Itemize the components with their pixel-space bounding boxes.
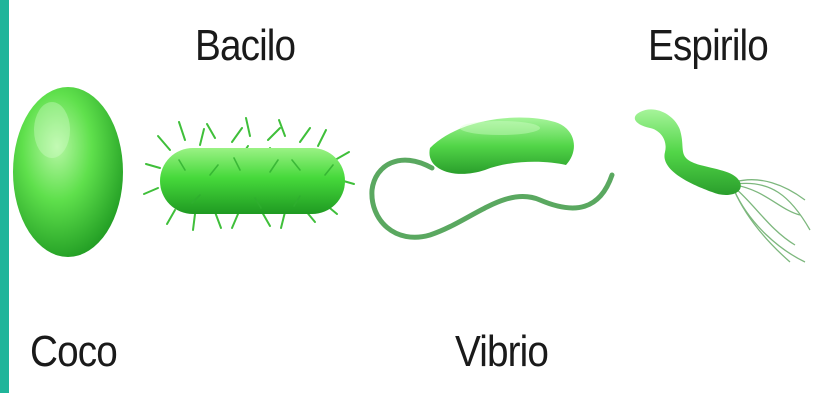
coccus-illustration <box>13 87 123 257</box>
label-vibrio: Vibrio <box>455 330 548 374</box>
vibrio-illustration <box>372 118 612 238</box>
label-espirilo: Espirilo <box>648 24 768 68</box>
bacillus-illustration <box>144 118 354 230</box>
label-bacilo: Bacilo <box>195 24 295 68</box>
label-coco: Coco <box>30 330 117 374</box>
spirillum-illustration <box>635 109 810 262</box>
